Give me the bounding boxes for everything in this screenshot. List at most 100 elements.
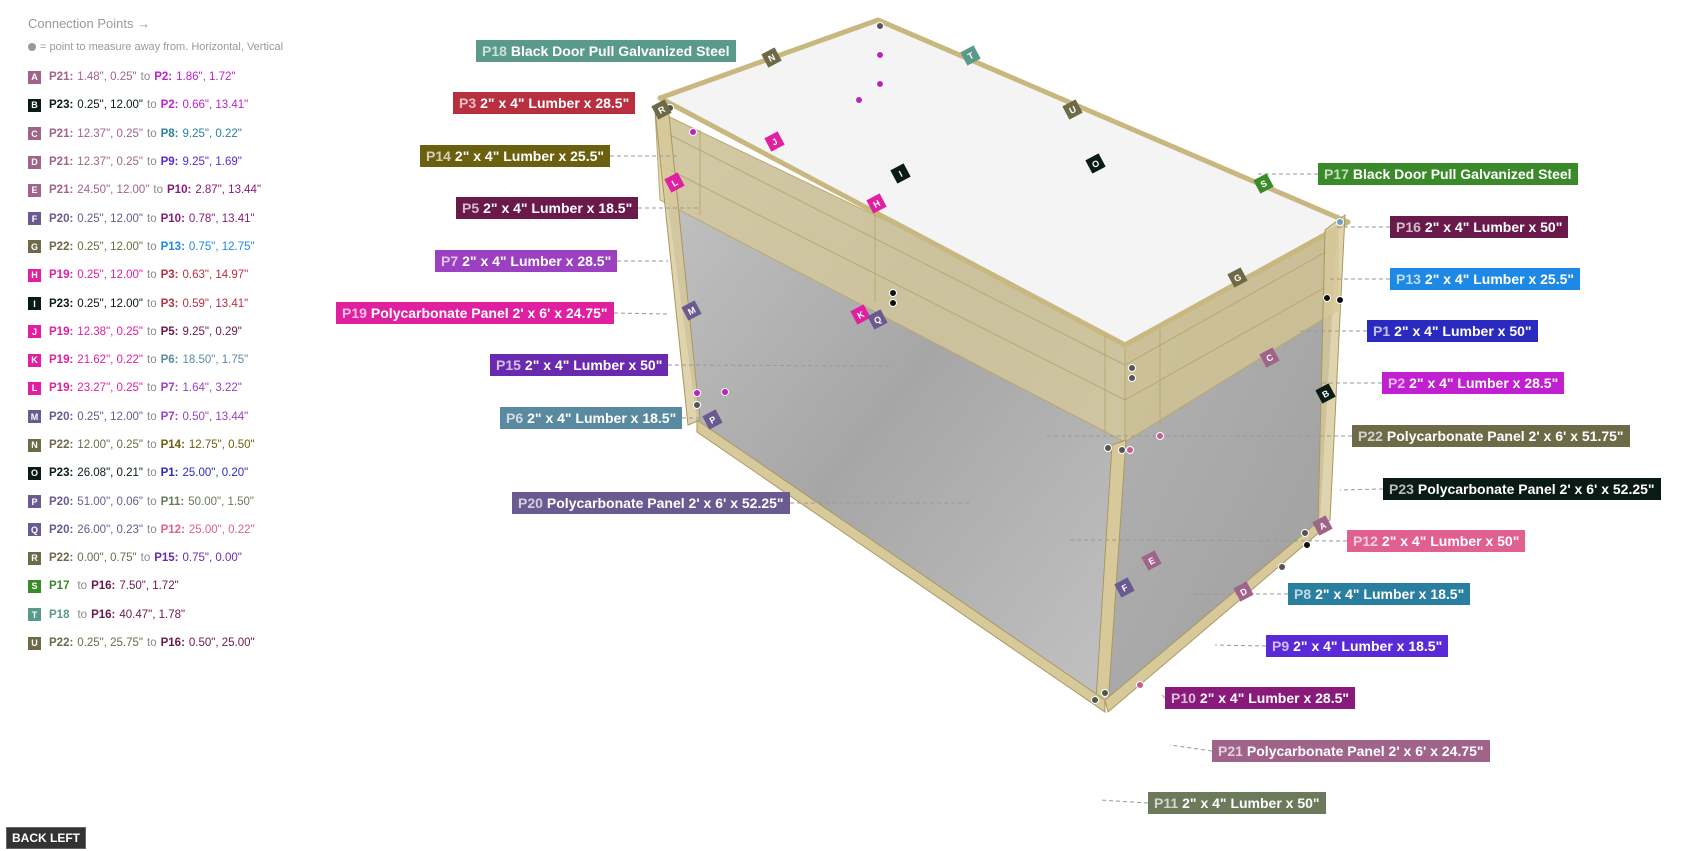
part-name: Polycarbonate Panel 2' x 6' x 52.25" — [1417, 481, 1655, 497]
leader-line — [613, 312, 669, 315]
to-value: 1.64", 3.22" — [182, 382, 242, 395]
connection-badge: E — [28, 183, 41, 197]
part-id: P8 — [1294, 586, 1312, 602]
from-value: 12.37", 0.25" — [77, 127, 144, 140]
connection-dot — [889, 299, 897, 307]
part-name: 2" x 4" Lumber x 28.5" — [1409, 375, 1559, 391]
legend-note-text: = point to measure away from. Horizontal… — [40, 41, 284, 53]
to-value: 0.63", 14.97" — [182, 269, 249, 282]
to-word: to — [147, 467, 157, 480]
to-part: P1: — [160, 467, 179, 480]
connection-dot — [1301, 529, 1309, 537]
to-part: P13: — [160, 240, 185, 253]
from-part: P17 — [49, 580, 70, 593]
from-part: P21: — [49, 71, 74, 84]
part-id: P5 — [462, 200, 480, 216]
to-part: P2: — [160, 99, 179, 112]
to-word: to — [147, 523, 157, 536]
to-word: to — [147, 99, 157, 112]
connection-badge: F — [28, 212, 41, 226]
from-value: 12.00", 0.25" — [77, 439, 144, 451]
to-value: 18.50", 1.75" — [182, 354, 249, 367]
to-value: 0.50", 13.44" — [182, 410, 249, 423]
from-part: P21: — [49, 184, 74, 197]
connection-badge: K — [28, 353, 41, 367]
part-id: P6 — [506, 410, 524, 426]
connection-dot — [1278, 563, 1286, 571]
to-word: to — [147, 382, 157, 395]
part-id: P15 — [496, 357, 521, 373]
connection-badge: G — [28, 240, 41, 254]
to-word: to — [140, 552, 151, 565]
connection-dot — [1336, 296, 1344, 304]
to-part: P6: — [160, 354, 179, 367]
connection-badge: S — [28, 579, 41, 593]
from-part: P18 — [49, 608, 70, 621]
view-back-left-button[interactable]: BACK LEFT — [6, 827, 86, 849]
connection-dot — [689, 128, 697, 136]
from-part: P21: — [49, 156, 74, 169]
connection-badge: Q — [28, 523, 41, 537]
from-value: 0.25", 12.00" — [77, 269, 144, 282]
to-value: 0.78", 13.41" — [188, 212, 255, 225]
connection-dot — [855, 96, 863, 104]
from-value: 51.00", 0.06" — [77, 495, 144, 508]
from-value: 0.25", 12.00" — [77, 99, 144, 112]
connection-badge: L — [28, 381, 41, 395]
connection-badge: T — [28, 608, 41, 622]
connection-dot — [1104, 444, 1112, 452]
connection-dot — [876, 22, 884, 30]
part-id: P11 — [1154, 795, 1179, 811]
connection-dot — [1303, 541, 1311, 549]
part-name: Polycarbonate Panel 2' x 6' x 24.75" — [1246, 743, 1484, 759]
part-name: Black Door Pull Galvanized Steel — [510, 43, 730, 59]
to-word: to — [147, 269, 157, 282]
connection-dot — [693, 401, 701, 409]
from-value: 23.27", 0.25" — [77, 382, 144, 395]
to-part: P10: — [160, 212, 185, 225]
part-id: P20 — [518, 495, 543, 511]
from-part: P22: — [49, 240, 74, 253]
from-part: P22: — [49, 552, 74, 565]
to-part: P8: — [160, 127, 179, 140]
from-value: 0.25", 12.00" — [77, 240, 144, 253]
part-name: 2" x 4" Lumber x 18.5" — [527, 410, 677, 426]
bottom-rail-front — [696, 419, 1106, 713]
connection-badge: B — [28, 98, 41, 112]
to-value: 0.75", 12.75" — [188, 240, 255, 253]
to-part: P9: — [160, 156, 179, 169]
to-value: 0.66", 13.41" — [182, 99, 249, 112]
from-value: 0.25", 12.00" — [77, 297, 144, 310]
to-word: to — [77, 608, 88, 621]
